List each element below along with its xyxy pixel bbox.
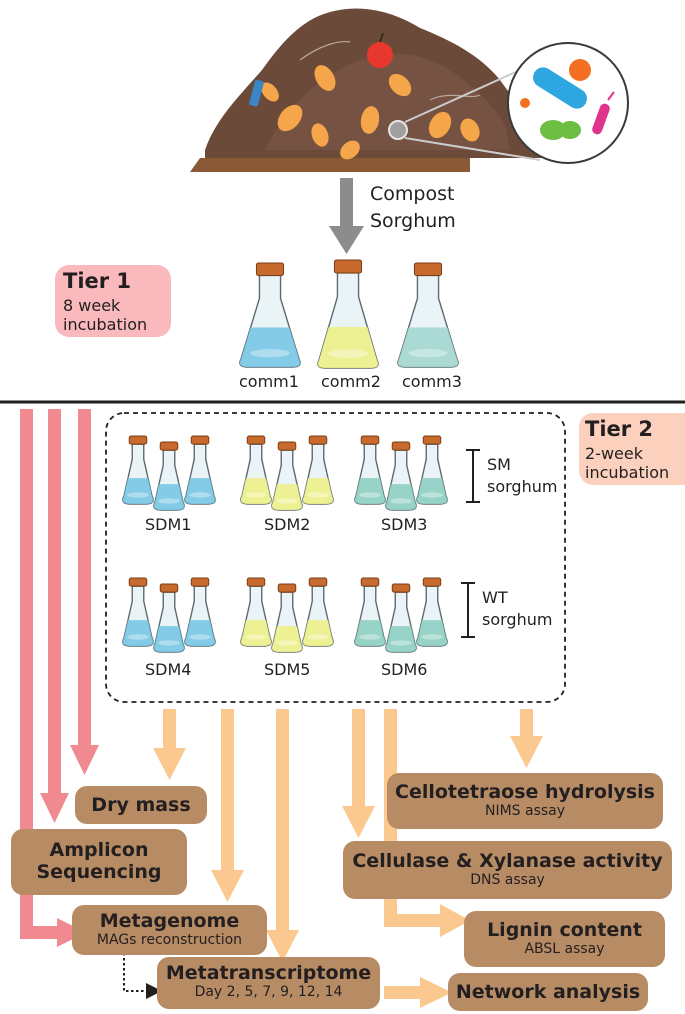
group-label-sdm4: SDM4 — [145, 660, 192, 679]
flask-sdm4-b — [153, 583, 185, 653]
flask-sdm4-c — [184, 577, 216, 647]
flask-sdm1-c — [184, 435, 216, 505]
tier1-subtitle-line2: incubation — [63, 315, 148, 334]
group-label-sdm3: SDM3 — [381, 515, 428, 534]
flask-sdm2-b — [271, 441, 303, 511]
lignin-content-box: Lignin content ABSL assay — [464, 911, 665, 967]
lignin-title: Lignin content — [487, 919, 642, 941]
network-title: Network analysis — [455, 981, 641, 1003]
flask-comm3 — [397, 262, 459, 368]
group-label-sdm5: SDM5 — [264, 660, 311, 679]
tier2-box: Tier 2 2-week incubation — [579, 413, 685, 485]
flask-sdm3-b — [385, 441, 417, 511]
flask-comm2 — [317, 259, 379, 369]
arrow-label-sorghum: Sorghum — [370, 210, 456, 232]
flask-label-comm3: comm3 — [402, 372, 462, 391]
amplicon-title-line1: Amplicon — [49, 839, 149, 861]
arrow-label-compost: Compost — [370, 183, 455, 205]
lignin-subtitle: ABSL assay — [524, 941, 605, 957]
cellotetraose-subtitle: NIMS assay — [484, 803, 566, 819]
compost-pile-illustration — [190, 8, 629, 172]
metagenome-title: Metagenome — [99, 910, 240, 932]
wt-label-line1: WT — [482, 588, 508, 607]
flask-label-comm2: comm2 — [321, 372, 381, 391]
metatranscriptome-box: Metatranscriptome Day 2, 5, 7, 9, 12, 14 — [157, 957, 380, 1009]
flask-sdm2-c — [302, 435, 334, 505]
group-label-sdm1: SDM1 — [145, 515, 192, 534]
cellotetraose-box: Cellotetraose hydrolysis NIMS assay — [387, 773, 663, 829]
tier1-box: Tier 1 8 week incubation — [55, 265, 171, 337]
flask-label-comm1: comm1 — [239, 372, 299, 391]
flask-sdm5-a — [240, 577, 272, 647]
tier2-subtitle-line1: 2-week — [585, 444, 643, 463]
tier1-title: Tier 1 — [63, 269, 132, 293]
flask-sdm5-c — [302, 577, 334, 647]
amplicon-title-line2: Sequencing — [36, 861, 162, 883]
sm-bracket — [466, 449, 480, 503]
sm-label-line2: sorghum — [487, 477, 558, 496]
tier1-arrows — [20, 409, 99, 947]
flask-sdm6-a — [354, 577, 386, 647]
compost-to-tier1-arrow — [329, 178, 364, 254]
cellulase-xylanase-box: Cellulase & Xylanase activity DNS assay — [343, 841, 672, 899]
flask-sdm4-a — [122, 577, 154, 647]
tier2-title: Tier 2 — [585, 417, 654, 441]
tier2-flasks — [122, 435, 448, 653]
flask-sdm5-b — [271, 583, 303, 653]
metagenome-subtitle: MAGs reconstruction — [96, 932, 243, 948]
flask-sdm1-a — [122, 435, 154, 505]
flask-sdm1-b — [153, 441, 185, 511]
tier1-subtitle-line1: 8 week — [63, 296, 121, 315]
sm-label-line1: SM — [487, 455, 511, 474]
metatranscriptome-title: Metatranscriptome — [165, 962, 372, 984]
wt-label-line2: sorghum — [482, 610, 553, 629]
flask-sdm6-b — [385, 583, 417, 653]
flask-sdm3-c — [416, 435, 448, 505]
tier2-dashed-region — [105, 412, 566, 703]
group-label-sdm2: SDM2 — [264, 515, 311, 534]
metagenome-box: Metagenome MAGs reconstruction — [72, 905, 267, 955]
tier2-subtitle-line2: incubation — [585, 463, 670, 482]
flask-sdm2-a — [240, 435, 272, 505]
flask-sdm6-c — [416, 577, 448, 647]
network-analysis-box: Network analysis — [448, 973, 648, 1011]
dotted-arrow-metagenome-to-metatranscriptome — [123, 953, 162, 999]
cellulase-title: Cellulase & Xylanase activity — [352, 850, 663, 872]
flask-comm1 — [239, 262, 301, 368]
flask-sdm3-a — [354, 435, 386, 505]
cellulase-subtitle: DNS assay — [470, 872, 545, 888]
dry-mass-box: Dry mass — [75, 786, 207, 824]
amplicon-sequencing-box: Amplicon Sequencing — [11, 829, 187, 895]
metatranscriptome-subtitle: Day 2, 5, 7, 9, 12, 14 — [194, 984, 343, 1000]
cellotetraose-title: Cellotetraose hydrolysis — [395, 781, 655, 803]
wt-bracket — [461, 582, 475, 638]
tier1-flasks — [239, 259, 459, 369]
group-label-sdm6: SDM6 — [381, 660, 428, 679]
dry-mass-title: Dry mass — [91, 794, 191, 816]
